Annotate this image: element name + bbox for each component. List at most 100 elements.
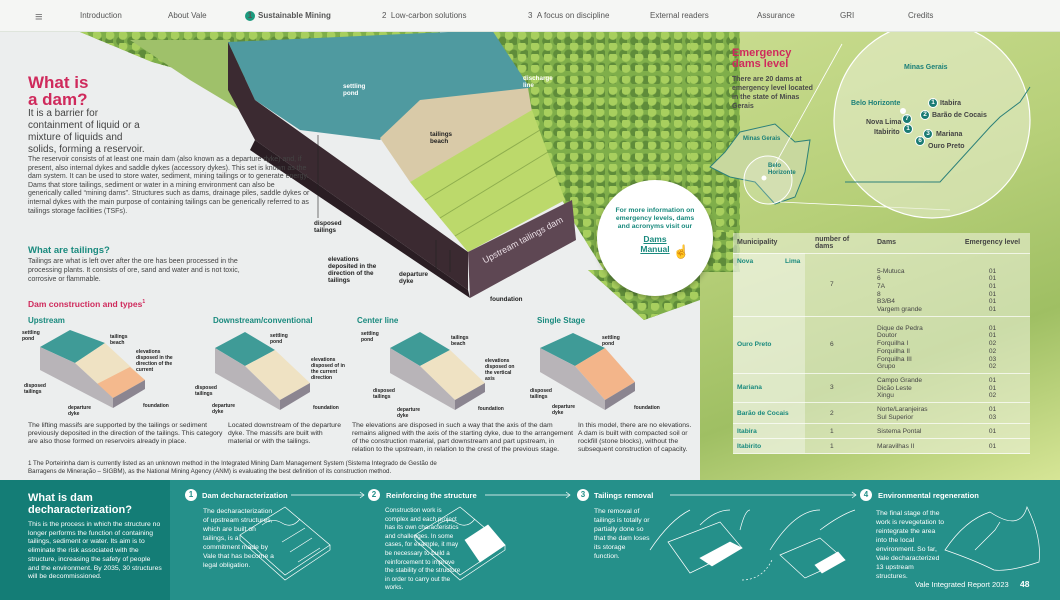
dams-manual-link[interactable]: Dams Manual	[640, 234, 670, 254]
cl-disposed-tailings: disposed tailings	[373, 388, 395, 400]
map-capital-label: Belo Horizonte	[851, 100, 901, 107]
map-state-label-small: Minas Gerais	[743, 136, 781, 142]
page-number[interactable]: 48	[1020, 579, 1030, 589]
map-capital-label-small: Belo Horizonte	[768, 163, 796, 176]
header-dams: Dams	[867, 233, 955, 254]
nav-focus-discipline[interactable]: 3 A focus on discipline	[528, 11, 610, 20]
pin-itabira: 1	[928, 98, 938, 108]
dam-level: 01	[988, 428, 997, 436]
types-heading: Dam construction and types1	[28, 299, 146, 309]
type-downstream-title: Downstream/conventional	[213, 316, 313, 325]
dam-level: 01	[988, 282, 997, 290]
cl-departure-dyke: departure dyke	[397, 407, 421, 419]
dam-name: Forquilha I	[877, 340, 909, 348]
label-departure-dyke: departure dyke	[399, 271, 429, 285]
pin-itabirito: 1	[903, 124, 913, 134]
type-downstream-illustration	[215, 332, 310, 410]
city-itabirito: Itabirito	[874, 129, 900, 136]
menu-icon[interactable]: ≡	[35, 9, 43, 24]
down-disposed-tailings: disposed tailings	[195, 385, 217, 397]
tailings-heading: What are tailings?	[28, 245, 110, 256]
cell-dams: Maravilhas II	[867, 438, 955, 454]
type-centerline-desc: The elevations are disposed in such a wa…	[352, 422, 574, 453]
header-municipality: Municipality	[733, 233, 805, 254]
hand-pointer-icon: ☝	[673, 244, 690, 259]
nav-assurance[interactable]: Assurance	[757, 11, 795, 20]
type-upstream-title: Upstream	[28, 316, 65, 325]
nav-introduction[interactable]: Introduction	[80, 11, 122, 20]
emergency-dams-table: Municipality number of dams Dams Emergen…	[733, 233, 1030, 454]
pin-nova-lima: 7	[902, 114, 912, 124]
dam-name: Maravilhas II	[877, 443, 915, 451]
dam-level: 01	[988, 324, 997, 332]
nav-external-readers[interactable]: External readers	[650, 11, 709, 20]
nav-gri[interactable]: GRI	[840, 11, 855, 20]
cl-elevations: elevations disposed on the vertical axis	[485, 358, 515, 382]
manual-info-text: For more information on emergency levels…	[615, 207, 695, 230]
dam-level: 01	[988, 298, 997, 306]
step-2-text: Construction work is complex and each pr…	[385, 507, 461, 592]
cell-count: 1	[805, 423, 867, 440]
step-4-text: The final stage of the work is revegetat…	[876, 510, 945, 580]
dam-level: 03	[988, 413, 997, 421]
minas-gerais-map	[709, 32, 1031, 219]
dam-level: 01	[988, 306, 997, 314]
dam-name: Dique de Pedra	[877, 324, 923, 332]
dam-illustration	[130, 32, 576, 298]
dam-level: 01	[988, 376, 997, 384]
nav-credits[interactable]: Credits	[908, 11, 934, 20]
dam-level: 01	[988, 406, 997, 414]
dam-level: 02	[988, 363, 997, 371]
cell-levels: 01	[955, 423, 1030, 440]
type-upstream-desc: The lifting massifs are supported by the…	[28, 422, 223, 445]
city-nova-lima: Nova Lima	[866, 119, 902, 126]
cell-municipality: Mariana	[733, 373, 805, 404]
cl-tailings-beach: tailings beach	[451, 335, 469, 347]
dam-name: B3/B4	[877, 298, 895, 306]
cell-count: 6	[805, 316, 867, 374]
dam-name: Norte/Laranjeiras	[877, 406, 928, 414]
dam-name: 5-Mutuca	[877, 267, 905, 275]
header-number-of-dams: number of dams	[805, 233, 867, 254]
dams-manual-bubble[interactable]: For more information on emergency levels…	[597, 180, 713, 296]
dam-level: 02	[988, 347, 997, 355]
type-singlestage-title: Single Stage	[537, 316, 586, 325]
nav-low-carbon[interactable]: 2 Low-carbon solutions	[382, 11, 467, 20]
down-departure-dyke: departure dyke	[212, 403, 236, 415]
dam-level: 02	[988, 340, 997, 348]
ss-departure-dyke: departure dyke	[552, 404, 576, 416]
up-elevations: elevations disposed in the direction of …	[136, 349, 173, 373]
label-settling-pond: settling pond	[343, 83, 366, 97]
up-foundation: foundation	[143, 403, 169, 409]
pin-mariana: 3	[923, 129, 933, 139]
dam-name: Vargem grande	[877, 306, 922, 314]
step-3-number: 3	[577, 489, 589, 501]
step-4-number: 4	[860, 489, 872, 501]
dam-name: 6	[877, 275, 881, 283]
nav-about-vale[interactable]: About Vale	[168, 11, 207, 20]
header-emergency-level: Emergency level	[955, 233, 1030, 254]
up-tailings-beach: tailings beach	[110, 334, 128, 346]
cell-levels: 01	[955, 438, 1030, 454]
up-departure-dyke: departure dyke	[68, 405, 92, 417]
cell-municipality: Nova Lima	[733, 253, 805, 317]
dam-level: 03	[988, 355, 997, 363]
city-ouro-preto: Ouro Preto	[928, 143, 965, 150]
cell-count: 7	[805, 253, 867, 317]
decharacterization-body: This is the process in which the structu…	[28, 521, 162, 581]
cell-count: 1	[805, 438, 867, 454]
dam-name: Sistema Pontal	[877, 428, 922, 436]
step-4-title: Environmental regeneration	[878, 491, 979, 500]
label-disposed-tailings: disposed tailings	[314, 220, 342, 234]
dam-level: 01	[988, 443, 997, 451]
type-upstream-illustration	[40, 330, 145, 408]
